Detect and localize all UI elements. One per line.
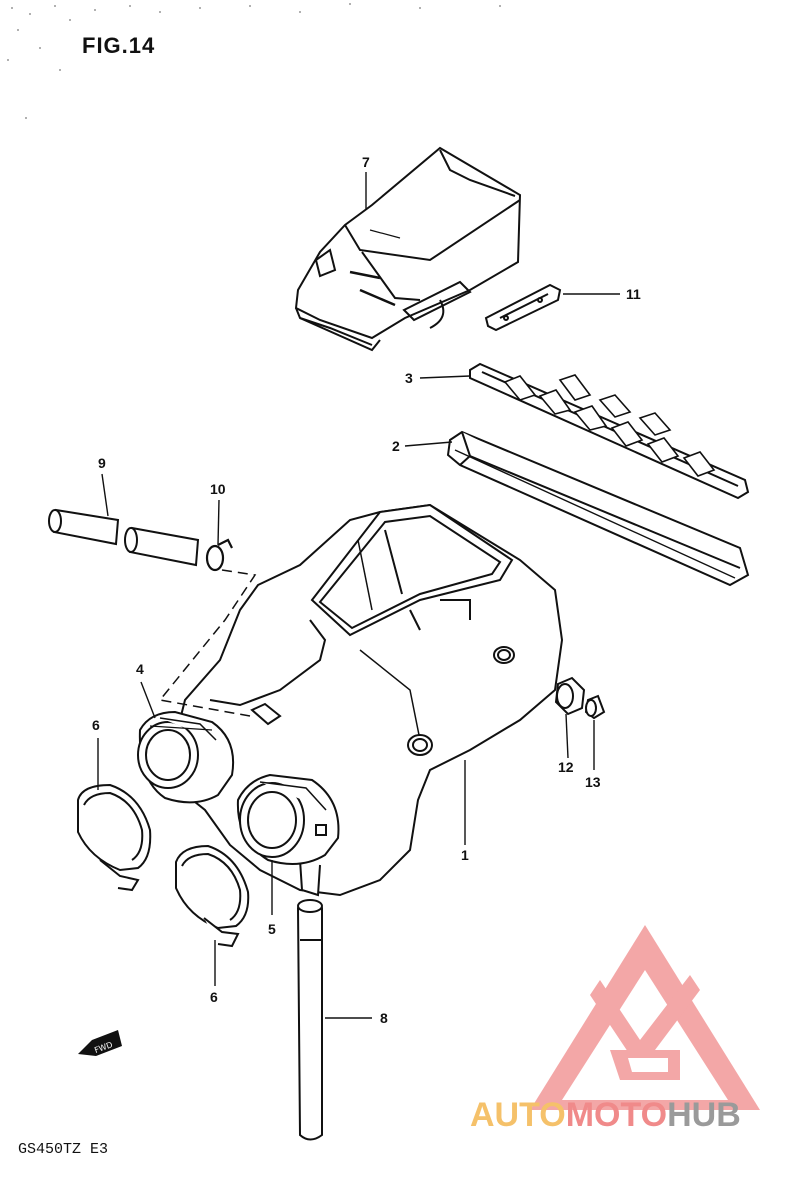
callout-labels: 7 11 3 2 9 10 4 6 5 1 12 13 6 8	[92, 154, 641, 1026]
scan-noise	[7, 3, 501, 119]
callout-3: 3	[405, 370, 413, 386]
callout-1: 1	[461, 847, 469, 863]
watermark-logo	[530, 925, 760, 1110]
part-9-breather-hose	[48, 508, 200, 567]
callout-6-lower: 6	[210, 989, 218, 1005]
callout-4: 4	[136, 661, 144, 677]
callout-11: 11	[626, 286, 641, 302]
watermark-moto: MOTO	[565, 1096, 668, 1134]
part-6-clamp-upper	[77, 783, 152, 892]
leader-lines	[97, 172, 620, 1019]
forward-arrow-icon: FWD	[78, 1030, 122, 1056]
callout-5: 5	[268, 921, 276, 937]
part-11-bracket	[484, 283, 562, 332]
part-7-air-cleaner-cap	[294, 146, 522, 352]
callout-9: 9	[98, 455, 106, 471]
callout-2: 2	[392, 438, 400, 454]
routing-dashed-line	[158, 569, 257, 717]
callout-8: 8	[380, 1010, 388, 1026]
part-6-clamp-lower	[175, 844, 250, 948]
part-1-air-cleaner-box	[173, 503, 564, 897]
part-12-grommet	[554, 676, 586, 716]
part-3-filter-screen	[469, 362, 750, 500]
callout-13: 13	[585, 774, 601, 790]
part-13-collar	[584, 694, 606, 720]
figure-title: FIG.14	[82, 33, 156, 58]
callout-6-upper: 6	[92, 717, 100, 733]
part-10-hose-clip	[205, 538, 233, 572]
watermark-text: AUTOMOTOHUB	[470, 1096, 741, 1135]
part-4-intake-boot	[137, 710, 234, 804]
model-code: GS450TZ E3	[18, 1141, 109, 1158]
callout-10: 10	[210, 481, 226, 497]
watermark-auto: AUTO	[470, 1096, 566, 1134]
callout-7: 7	[362, 154, 370, 170]
part-2-filter-element	[446, 430, 750, 587]
callout-12: 12	[558, 759, 574, 775]
part-8-drain-hose	[296, 899, 323, 1141]
watermark-hub: HUB	[667, 1096, 741, 1134]
part-5-intake-boot	[236, 773, 340, 865]
